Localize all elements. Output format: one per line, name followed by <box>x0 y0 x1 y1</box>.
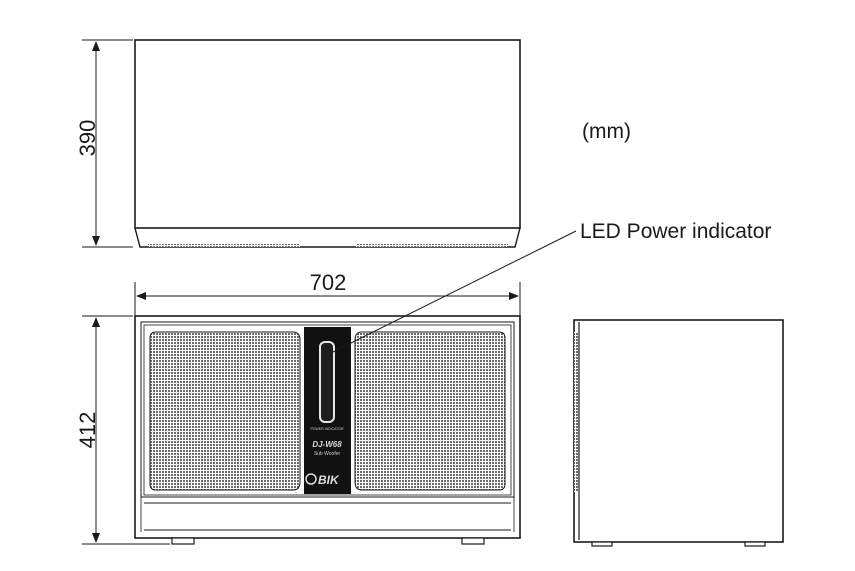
brand-logo: BIK <box>305 473 340 487</box>
height-value: 412 <box>75 412 100 449</box>
brand-name: BIK <box>318 473 340 487</box>
brand-logo-mark <box>305 473 317 485</box>
model-name: DJ-W68 <box>312 440 342 449</box>
depth-dimension: 390 <box>75 39 133 248</box>
top-view-grille-right <box>356 244 508 247</box>
side-view-body <box>573 319 784 543</box>
side-foot-left <box>591 541 613 547</box>
speaker-grille-left <box>149 331 301 491</box>
unit-note: (mm) <box>582 120 631 143</box>
top-view <box>134 39 521 248</box>
top-view-grille-left <box>148 244 300 247</box>
side-view <box>573 319 784 547</box>
side-view-grille-edge <box>574 332 578 492</box>
front-foot-right <box>461 537 485 545</box>
callout-leader <box>332 230 577 353</box>
led-callout: LED Power indicator <box>332 220 771 353</box>
front-view: POWER INDICATOR DJ-W68 Sub Woofer BIK <box>134 315 521 545</box>
led-power-indicator <box>319 341 335 423</box>
top-view-base <box>134 227 521 248</box>
height-dimension: 412 <box>75 315 170 545</box>
callout-label: LED Power indicator <box>580 220 771 243</box>
width-dimension: 702 <box>134 270 521 316</box>
model-subtitle: Sub Woofer <box>314 451 341 457</box>
panel-caption: POWER INDICATOR <box>310 427 344 431</box>
side-foot-right <box>744 541 766 547</box>
front-foot-left <box>171 537 195 545</box>
depth-value: 390 <box>75 120 100 157</box>
width-value: 702 <box>310 270 347 295</box>
speaker-grille-right <box>354 331 506 491</box>
top-view-body <box>134 39 521 229</box>
front-view-body <box>134 315 521 539</box>
